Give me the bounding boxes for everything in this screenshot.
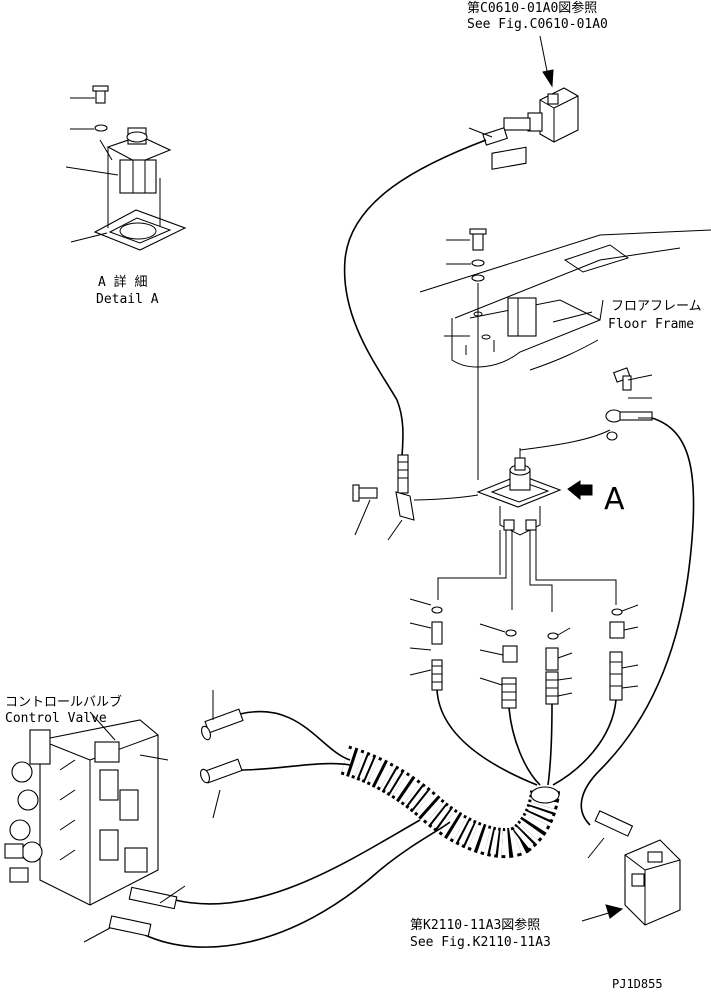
view-marker-a: A bbox=[604, 482, 625, 517]
control-valve-label-en: Control Valve bbox=[5, 711, 107, 726]
view-a-arrow bbox=[567, 480, 593, 501]
control-valve-fittings bbox=[83, 690, 244, 943]
bottom-reference-arrow bbox=[581, 904, 624, 922]
hose-fittings bbox=[409, 598, 639, 709]
ppc-valve bbox=[476, 429, 611, 536]
bottom-reference-en: See Fig.K2110-11A3 bbox=[410, 935, 551, 950]
drawing-code: PJ1D855 bbox=[612, 977, 663, 991]
control-valve bbox=[4, 711, 169, 906]
pilot-tubes bbox=[437, 530, 617, 612]
detail-a-title-jp: A 詳 細 bbox=[98, 274, 147, 290]
solenoid-valve-top bbox=[482, 87, 579, 146]
top-reference-jp: 第C0610-01A0図参照 bbox=[467, 0, 597, 16]
hose-right bbox=[580, 417, 695, 826]
top-reference-arrow bbox=[539, 35, 554, 88]
spiral-hose-wrap bbox=[340, 745, 560, 859]
floor-frame-label-en: Floor Frame bbox=[608, 317, 694, 332]
control-valve-label-jp: コントロールバルブ bbox=[5, 694, 122, 710]
fitting-left-ppc bbox=[352, 454, 479, 541]
solenoid-valve-bottom bbox=[587, 810, 681, 926]
detail-a-title-en: Detail A bbox=[96, 292, 159, 307]
hose-bundle-lines bbox=[436, 689, 617, 786]
bottom-reference-jp: 第K2110-11A3図参照 bbox=[410, 917, 540, 933]
floor-frame-label-jp: フロアフレーム bbox=[611, 299, 702, 314]
detail-a-view bbox=[65, 85, 187, 251]
banjo-fitting-right bbox=[605, 367, 653, 441]
hoses-to-control-valve bbox=[144, 710, 451, 948]
hose-upper bbox=[343, 139, 487, 457]
floor-frame bbox=[419, 146, 711, 371]
mount-bolts-upper bbox=[446, 228, 487, 480]
top-reference-en: See Fig.C0610-01A0 bbox=[467, 17, 608, 32]
